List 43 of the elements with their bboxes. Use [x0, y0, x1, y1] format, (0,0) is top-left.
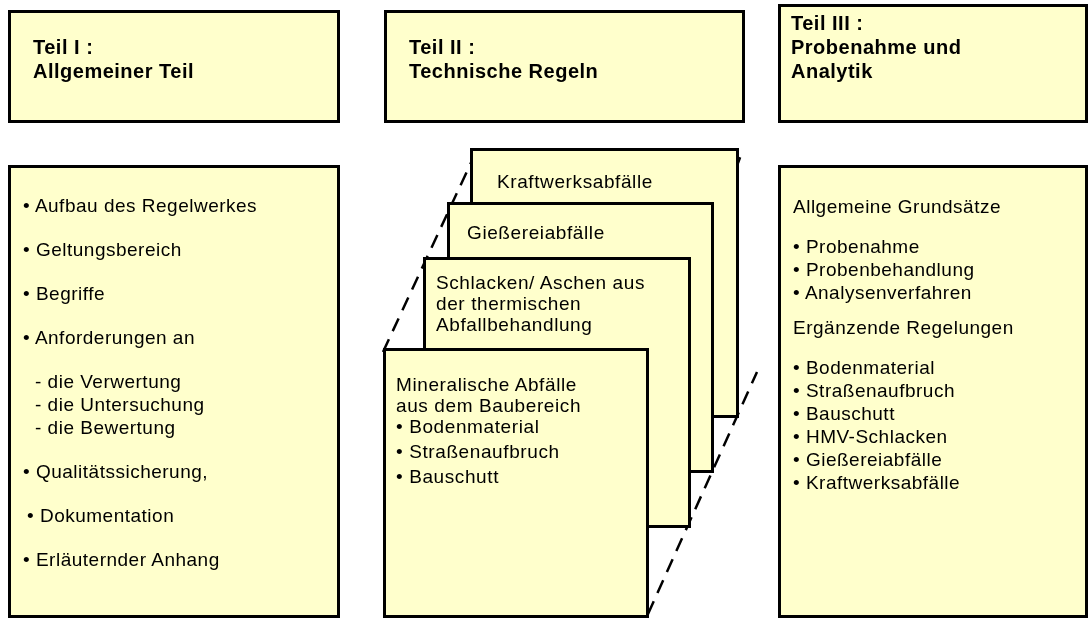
section-content-box — [778, 165, 1088, 618]
part-title: Allgemeiner Teil — [33, 59, 195, 83]
list-item: • Bodenmaterial — [793, 356, 936, 379]
section-content-box — [8, 165, 340, 618]
part-number: Teil II : — [409, 35, 477, 59]
list-item: - die Bewertung — [35, 416, 177, 439]
list-item: • HMV-Schlacken — [793, 425, 949, 448]
list-item: • Kraftwerksabfälle — [793, 471, 962, 494]
list-item: • Geltungsbereich — [23, 238, 183, 261]
list-item: - die Verwertung — [35, 370, 183, 393]
list-item: • Straßenaufbruch — [396, 441, 561, 462]
list-item: • Bauschutt — [793, 402, 896, 425]
stacked-card — [470, 148, 739, 204]
list-item: Allgemeine Grundsätze — [793, 195, 1002, 218]
list-item: Ergänzende Regelungen — [793, 316, 1015, 339]
list-item: • Gießereiabfälle — [793, 448, 944, 471]
section-header-box — [778, 4, 1088, 123]
stacked-card — [447, 202, 714, 259]
section-header-box — [384, 10, 745, 123]
part-number: Teil III : — [791, 11, 865, 35]
list-item: - die Untersuchung — [35, 393, 206, 416]
part-title: Technische Regeln — [409, 59, 600, 83]
part-title: Probenahme und Analytik — [791, 35, 963, 83]
list-item: • Begriffe — [23, 282, 107, 305]
card-title: Schlacken/ Aschen aus der thermischen Abfallbehandlung — [436, 272, 647, 335]
list-item: • Bodenmaterial — [396, 416, 541, 437]
card-title: Mineralische Abfälle aus dem Baubereich — [396, 374, 583, 416]
stacked-card — [383, 348, 649, 618]
list-item: • Probenahme — [793, 235, 921, 258]
stacked-card — [423, 257, 691, 350]
list-item: • Erläuternder Anhang — [23, 548, 221, 571]
card-title: Kraftwerksabfälle — [497, 171, 654, 192]
list-item: • Dokumentation — [27, 504, 176, 527]
list-item: • Qualitätssicherung, — [23, 460, 210, 483]
section-header-box — [8, 10, 340, 123]
list-item: • Probenbehandlung — [793, 258, 976, 281]
list-item: • Bauschutt — [396, 466, 501, 487]
list-item: • Aufbau des Regelwerkes — [23, 194, 259, 217]
list-item: • Straßenaufbruch — [793, 379, 956, 402]
card-title: Gießereiabfälle — [467, 222, 606, 243]
list-item: • Anforderungen an — [23, 326, 196, 349]
part-number: Teil I : — [33, 35, 95, 59]
list-item: • Analysenverfahren — [793, 281, 973, 304]
